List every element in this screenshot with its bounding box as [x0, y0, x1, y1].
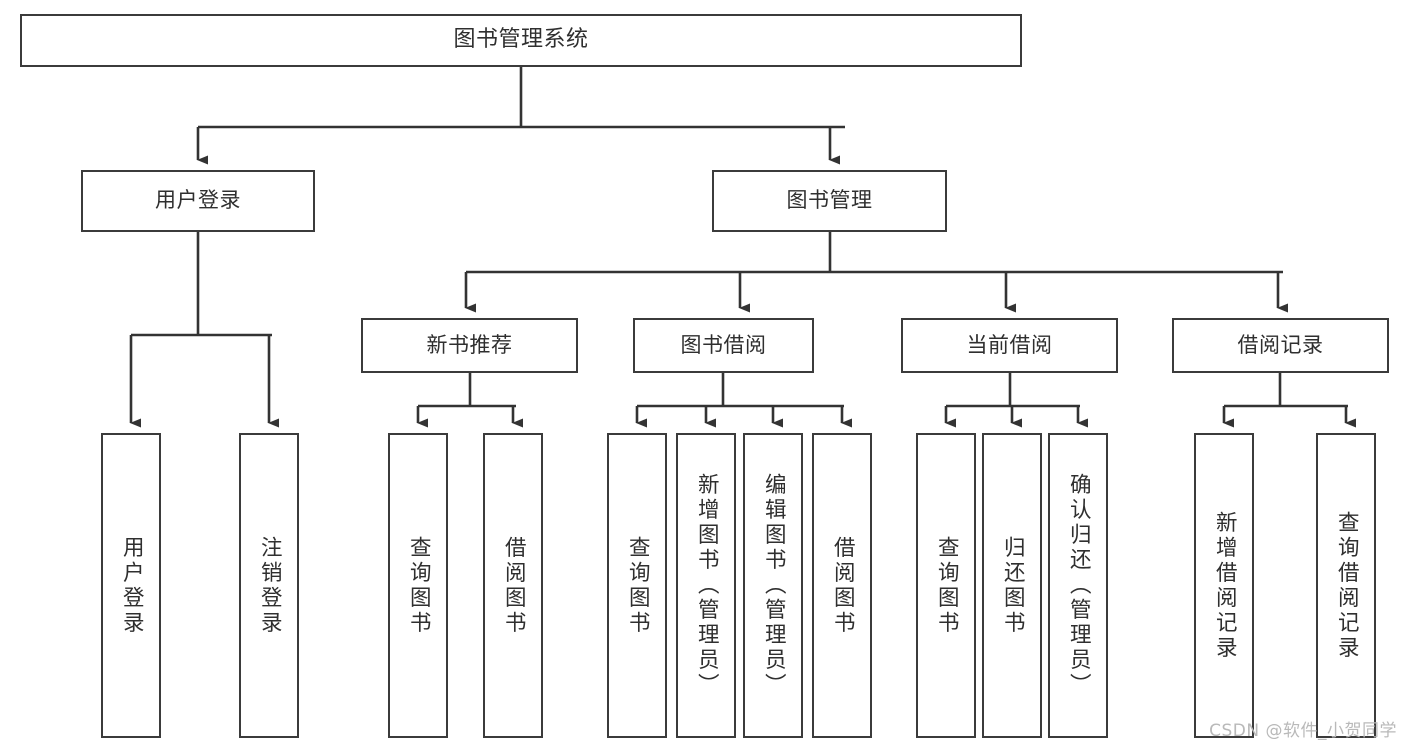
node-label: 编辑图书（管理员） — [761, 473, 787, 698]
node-label: 查询图书 — [625, 535, 651, 636]
node-label: 查询借阅记录 — [1334, 510, 1360, 661]
leaf-add-book-admin[interactable]: 新增图书（管理员） — [676, 433, 736, 738]
csdn-watermark: CSDN @软件_小贺同学 — [1209, 721, 1397, 741]
leaf-return-book[interactable]: 归还图书 — [982, 433, 1042, 738]
node-label: 当前借阅 — [966, 332, 1053, 357]
node-new-book-recommendation[interactable]: 新书推荐 — [361, 318, 578, 373]
node-label: 注销登录 — [257, 535, 283, 636]
node-label: 查询图书 — [934, 535, 960, 636]
node-label: 用户登录 — [155, 188, 241, 213]
leaf-confirm-return-admin[interactable]: 确认归还（管理员） — [1048, 433, 1108, 738]
leaf-logout-login[interactable]: 注销登录 — [239, 433, 299, 738]
leaf-borrow-book[interactable]: 借阅图书 — [812, 433, 872, 738]
leaf-add-borrow-record[interactable]: 新增借阅记录 — [1194, 433, 1254, 738]
leaf-query-book-borrow[interactable]: 查询图书 — [607, 433, 667, 738]
node-label: 新增图书（管理员） — [694, 473, 720, 698]
leaf-query-borrow-record[interactable]: 查询借阅记录 — [1316, 433, 1376, 738]
node-book-management[interactable]: 图书管理 — [712, 170, 947, 232]
node-label: 借阅图书 — [830, 535, 856, 636]
node-user-login[interactable]: 用户登录 — [81, 170, 315, 232]
node-label: 图书管理系统 — [453, 27, 589, 53]
leaf-borrow-book-newbook[interactable]: 借阅图书 — [483, 433, 543, 738]
node-root-book-management-system[interactable]: 图书管理系统 — [20, 14, 1022, 67]
leaf-query-book-newbook[interactable]: 查询图书 — [388, 433, 448, 738]
node-borrow-records[interactable]: 借阅记录 — [1172, 318, 1389, 373]
node-label: 新书推荐 — [426, 332, 513, 357]
node-current-borrow[interactable]: 当前借阅 — [901, 318, 1118, 373]
node-label: 查询图书 — [406, 535, 432, 636]
node-label: 新增借阅记录 — [1212, 510, 1238, 661]
leaf-edit-book-admin[interactable]: 编辑图书（管理员） — [743, 433, 803, 738]
node-book-borrow[interactable]: 图书借阅 — [633, 318, 814, 373]
node-label: 借阅图书 — [501, 535, 527, 636]
node-label: 归还图书 — [1000, 535, 1026, 636]
leaf-query-book-current[interactable]: 查询图书 — [916, 433, 976, 738]
node-label: 确认归还（管理员） — [1066, 473, 1092, 698]
node-label: 图书管理 — [786, 188, 873, 213]
node-label: 借阅记录 — [1237, 332, 1324, 357]
leaf-user-login[interactable]: 用户登录 — [101, 433, 161, 738]
node-label: 图书借阅 — [680, 332, 767, 357]
node-label: 用户登录 — [119, 535, 145, 636]
